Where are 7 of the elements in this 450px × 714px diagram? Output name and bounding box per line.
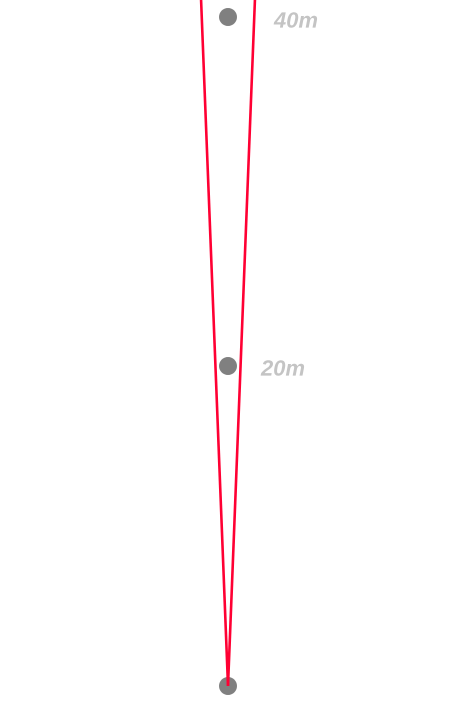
distance-label: 20m <box>260 360 304 376</box>
dot <box>219 8 237 26</box>
distance-label: 40m <box>274 12 318 28</box>
line <box>226 0 256 686</box>
dot <box>219 677 237 695</box>
line <box>200 0 230 686</box>
dot <box>219 357 237 375</box>
